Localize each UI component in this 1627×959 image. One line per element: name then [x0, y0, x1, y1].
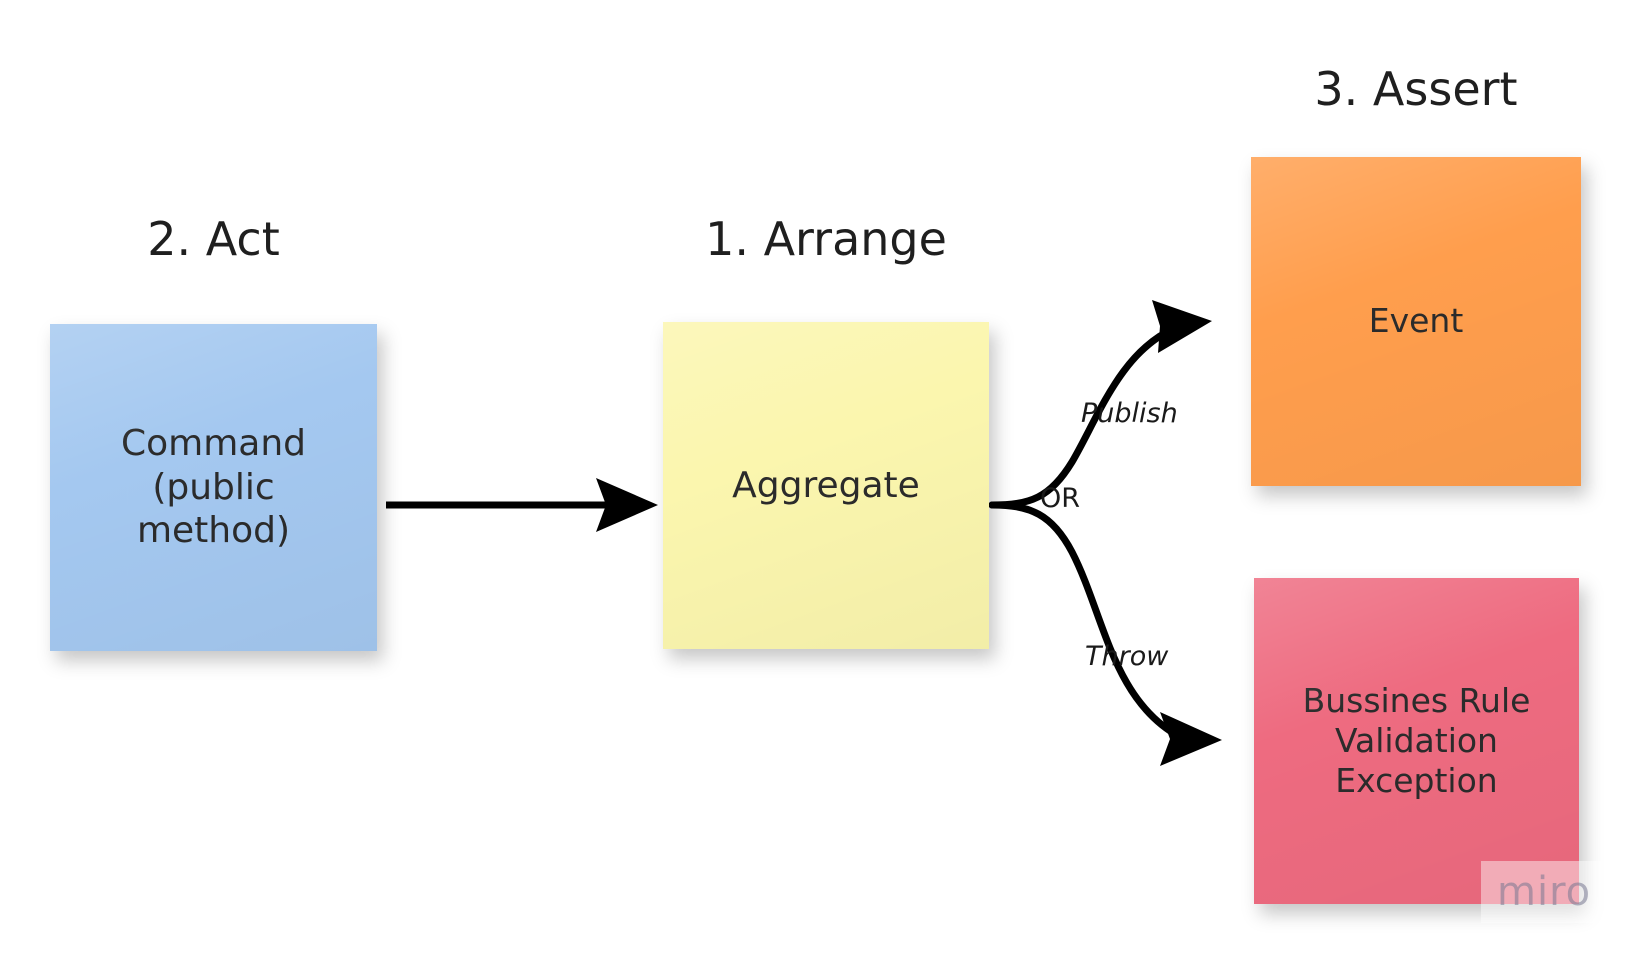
step-title-act: 2. Act	[147, 212, 280, 266]
miro-watermark: miro	[1481, 861, 1627, 959]
edge-label-throw: Throw	[1085, 641, 1169, 672]
arrow-branch-throw	[988, 501, 1222, 766]
sticky-note-aggregate[interactable]: Aggregate	[663, 322, 989, 649]
sticky-note-aggregate-text: Aggregate	[732, 464, 920, 506]
edge-label-publish: Publish	[1081, 398, 1178, 429]
sticky-note-exception[interactable]: Bussines Rule Validation Exception	[1254, 578, 1579, 904]
sticky-note-command[interactable]: Command (public method)	[50, 324, 377, 651]
sticky-note-event-text: Event	[1368, 301, 1464, 341]
sticky-note-event[interactable]: Event	[1251, 157, 1581, 486]
step-title-arrange: 1. Arrange	[705, 212, 947, 266]
sticky-note-command-text: Command (public method)	[120, 422, 307, 552]
watermark-plate	[1481, 861, 1627, 923]
step-title-assert: 3. Assert	[1314, 62, 1518, 116]
sticky-note-exception-text: Bussines Rule Validation Exception	[1302, 680, 1531, 801]
watermark-text: miro	[1497, 869, 1592, 915]
arrow-command-to-aggregate	[386, 478, 658, 532]
edge-label-or: OR	[1040, 483, 1081, 514]
